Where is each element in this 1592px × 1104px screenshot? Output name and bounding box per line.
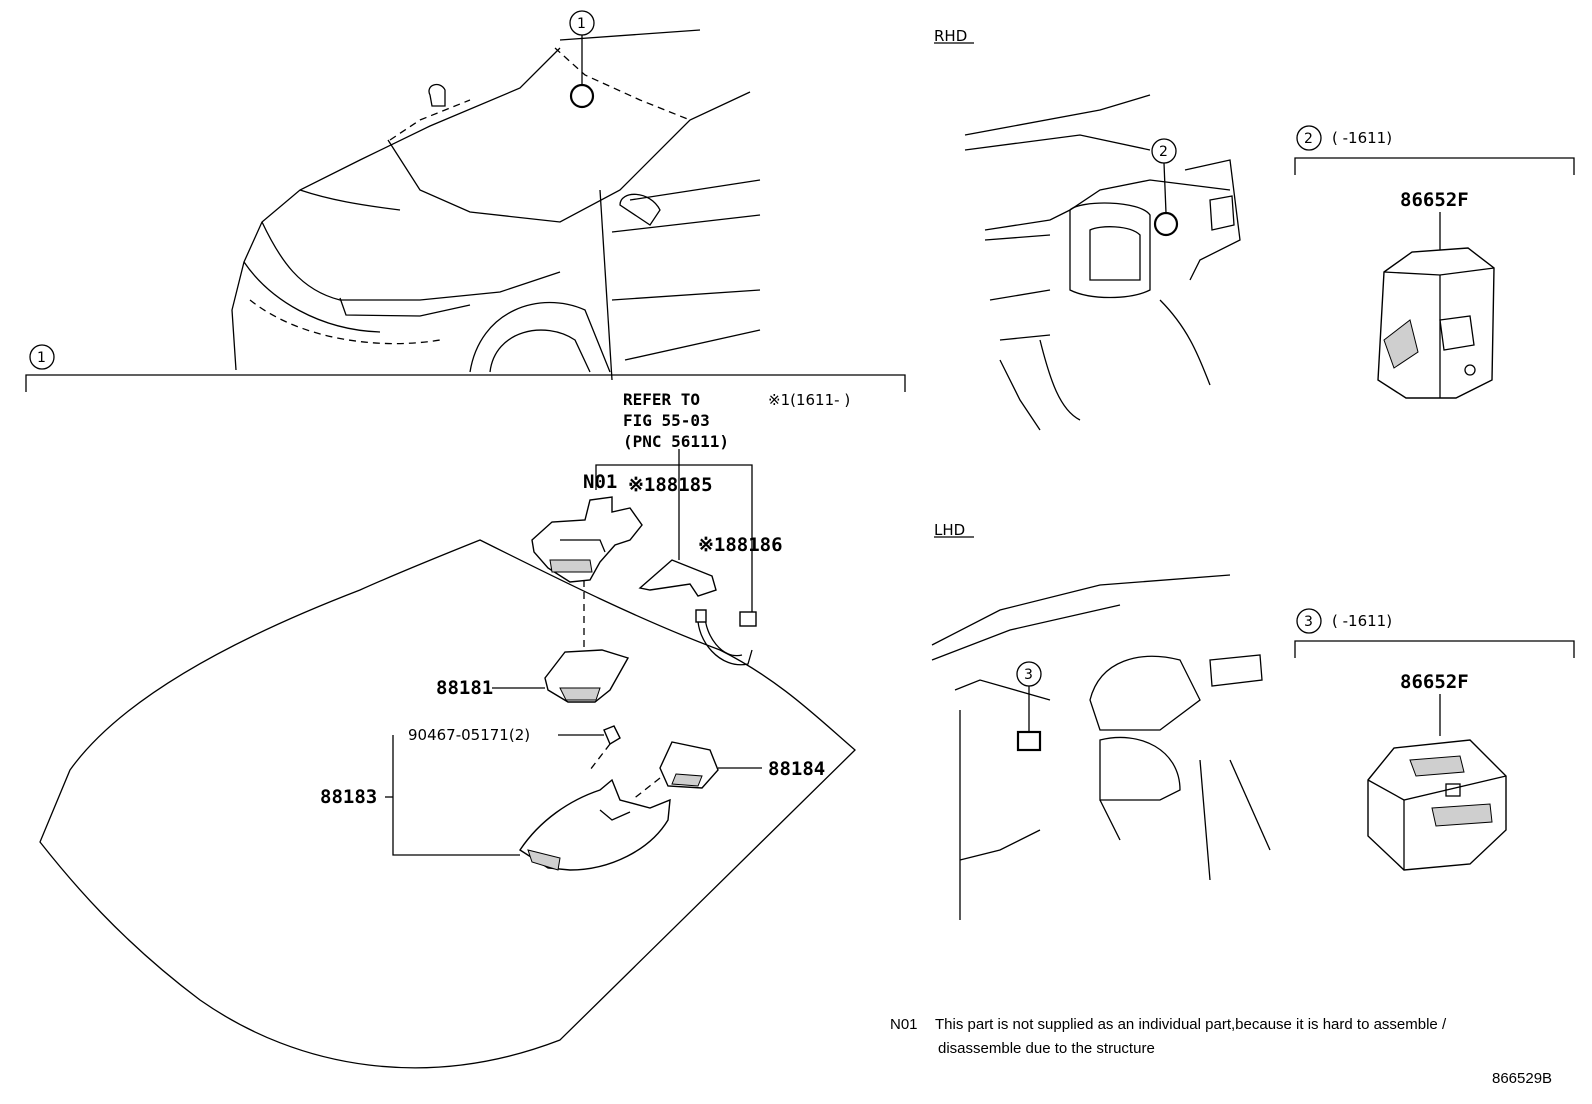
label-88185: ※188185 (628, 474, 713, 496)
callout-3-group (1296, 608, 1322, 634)
callout-1-group-label: 1 (37, 350, 46, 366)
label-86652f-lhd: 86652F (1400, 671, 1469, 693)
group-1-bracket (25, 374, 906, 392)
part-86652f-rhd (1377, 247, 1495, 399)
callout-3-group-label: 3 (1304, 614, 1313, 630)
callout-3-lhd-label: 3 (1024, 667, 1033, 683)
part-88183-cover (519, 778, 671, 871)
refer-to-line1: REFER TO (623, 390, 700, 409)
callout-1-top (569, 10, 595, 36)
label-86652f-rhd: 86652F (1400, 189, 1469, 211)
part-86652f-lhd (1367, 739, 1507, 871)
range-2: ( -1611) (1332, 129, 1392, 147)
lhd-dashboard-illustration (931, 574, 1271, 920)
camera-bracket-n01 (531, 496, 643, 583)
part-88185-plate (638, 559, 717, 597)
part-88186-harness (695, 609, 757, 666)
label-88181: 88181 (436, 677, 493, 699)
lhd-heading: LHD (934, 521, 965, 539)
label-90467-05171: 90467-05171(2) (408, 726, 530, 744)
callout-2-rhd-label: 2 (1159, 144, 1168, 160)
part-90467-clip (603, 725, 621, 746)
callout-2-group (1296, 125, 1322, 151)
label-88186: ※188186 (698, 534, 783, 556)
callout-1-top-label: 1 (577, 16, 586, 32)
callout-2-group-label: 2 (1304, 131, 1313, 147)
vehicle-exterior-illustration: 1 (231, 10, 761, 381)
note-line1: This part is not supplied as an individu… (935, 1016, 1447, 1033)
part-88184-cover (659, 741, 719, 789)
callout-2-rhd (1151, 138, 1177, 164)
range-3: ( -1611) (1332, 612, 1392, 630)
windshield-outline (39, 539, 856, 1069)
star-range-note: ※1(1611- ) (768, 391, 850, 409)
refer-to-line3: (PNC 56111) (623, 432, 729, 451)
label-88184: 88184 (768, 758, 825, 780)
group-3-bracket (1294, 640, 1575, 658)
refer-to-line2: FIG 55-03 (623, 411, 710, 430)
callout-1-group (29, 344, 55, 370)
part-88181-camera (544, 649, 630, 703)
note-code: N01 (890, 1016, 918, 1033)
note-line2: disassemble due to the structure (938, 1040, 1155, 1057)
label-88183: 88183 (320, 786, 377, 808)
rhd-dashboard-illustration (964, 94, 1241, 431)
group-2-bracket (1294, 157, 1575, 175)
label-n01: N01 (583, 471, 617, 493)
figure-id: 866529B (1492, 1070, 1552, 1087)
rhd-heading: RHD (934, 27, 967, 45)
callout-3-lhd (1016, 661, 1042, 687)
